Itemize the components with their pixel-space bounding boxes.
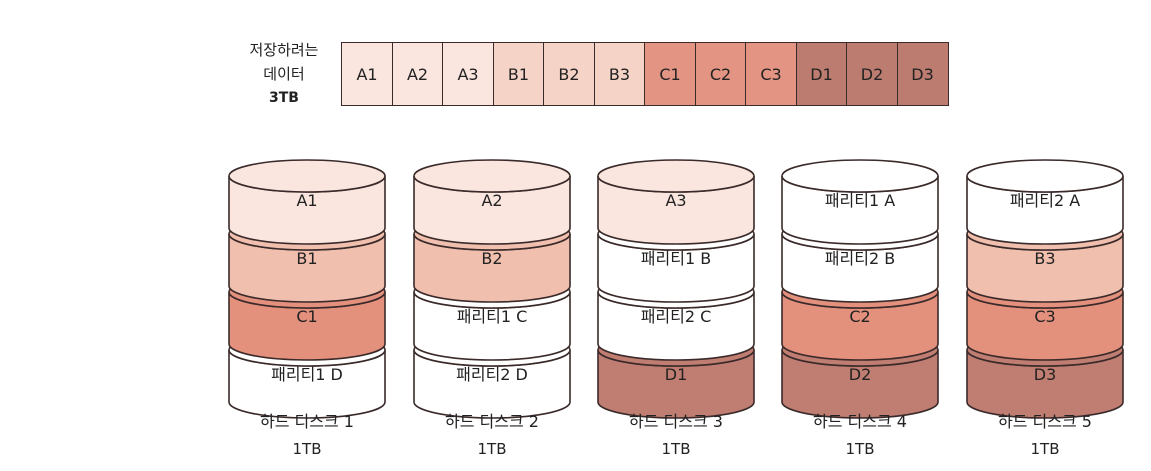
slice-label: 패리티2 A <box>1010 191 1080 210</box>
slice-label: D2 <box>849 365 872 384</box>
disk-name: 하드 디스크 2 <box>445 412 539 431</box>
data-block: C3 <box>745 42 797 106</box>
slice-label: B3 <box>1034 249 1055 268</box>
disk-1: 패리티1 D C1 B1 A1 <box>228 159 386 419</box>
disk-capacity: 1TB <box>661 440 691 458</box>
slice-label: C1 <box>296 307 317 326</box>
slice-label: D1 <box>665 365 688 384</box>
slice-label: 패리티1 C <box>457 307 528 326</box>
slice-label: A3 <box>665 191 686 210</box>
disk-name: 하드 디스크 1 <box>260 412 354 431</box>
disk-capacity: 1TB <box>845 440 875 458</box>
data-block: A3 <box>442 42 494 106</box>
slice-label: 패리티1 A <box>825 191 895 210</box>
slice-top <box>966 159 1124 193</box>
disk-5: D3 C3 B3 패리티2 A <box>966 159 1124 419</box>
data-title-line2: 데이터 <box>263 65 305 83</box>
disk-capacity: 1TB <box>477 440 507 458</box>
disk-capacity: 1TB <box>1030 440 1060 458</box>
slice-label: A1 <box>296 191 317 210</box>
disk-slice: 패리티2 A <box>966 159 1124 245</box>
disk-slice: A1 <box>228 159 386 245</box>
slice-label: 패리티2 D <box>456 365 528 384</box>
disk-2: 패리티2 D 패리티1 C B2 A2 <box>413 159 571 419</box>
data-block: D2 <box>846 42 898 106</box>
disk-slice: A2 <box>413 159 571 245</box>
disk-slice: A3 <box>597 159 755 245</box>
slice-label: 패리티2 B <box>825 249 895 268</box>
disk-slice: 패리티1 A <box>781 159 939 245</box>
slice-label: 패리티2 C <box>641 307 712 326</box>
disk-4: D2 C2 패리티2 B 패리티1 A <box>781 159 939 419</box>
data-block: B1 <box>492 42 545 106</box>
slice-label: B1 <box>296 249 317 268</box>
data-title-line1: 저장하려는 <box>249 41 319 59</box>
slice-label: C3 <box>1034 307 1055 326</box>
slice-label: D3 <box>1034 365 1057 384</box>
slice-label: C2 <box>849 307 870 326</box>
data-block: C1 <box>644 42 696 106</box>
data-block: A2 <box>391 42 444 106</box>
slice-label: 패리티1 B <box>641 249 711 268</box>
disk-name: 하드 디스크 4 <box>813 412 907 431</box>
data-block: A1 <box>341 42 393 106</box>
slice-label: 패리티1 D <box>271 365 343 384</box>
data-block: B3 <box>593 42 646 106</box>
disk-name: 하드 디스크 3 <box>629 412 723 431</box>
slice-top <box>781 159 939 193</box>
disk-name: 하드 디스크 5 <box>998 412 1092 431</box>
data-block: D1 <box>795 42 848 106</box>
disk-capacity: 1TB <box>292 440 322 458</box>
data-size: 3TB <box>269 90 299 106</box>
data-block: D3 <box>896 42 949 106</box>
disk-3: D1 패리티2 C 패리티1 B A3 <box>597 159 755 419</box>
slice-top <box>413 159 571 193</box>
data-block: B2 <box>543 42 595 106</box>
slice-label: B2 <box>481 249 502 268</box>
slice-top <box>597 159 755 193</box>
slice-top <box>228 159 386 193</box>
slice-label: A2 <box>481 191 502 210</box>
data-title: 저장하려는 데이터 3TB <box>236 38 332 110</box>
